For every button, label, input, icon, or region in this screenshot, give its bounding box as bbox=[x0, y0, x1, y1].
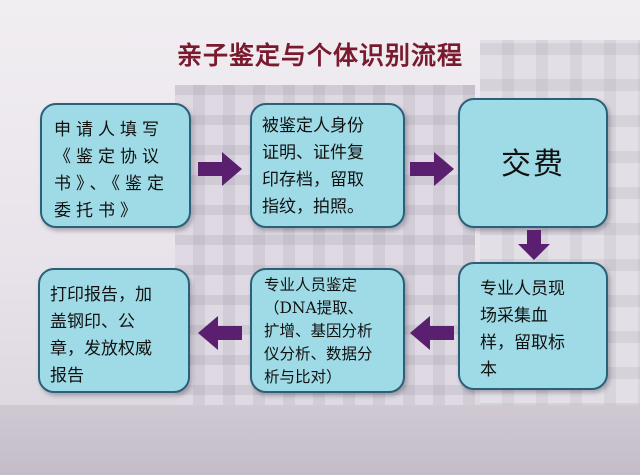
arrow-left-icon bbox=[410, 316, 454, 350]
arrow-right-icon bbox=[198, 152, 242, 186]
step-1-box: 申请人填写 《鉴定协议 书》、《鉴定 委托书》 bbox=[40, 103, 191, 228]
arrow-left-icon bbox=[198, 316, 242, 350]
step-4-text: 专业人员现 场采集血 样，留取标 本 bbox=[480, 279, 565, 380]
arrow-right-icon bbox=[410, 152, 454, 186]
step-4-box: 专业人员现 场采集血 样，留取标 本 bbox=[458, 262, 608, 390]
step-6-box: 打印报告，加 盖钢印、公 章，发放权威 报告 bbox=[38, 268, 190, 393]
arrow-down-icon bbox=[518, 230, 550, 260]
diagram-title: 亲子鉴定与个体识别流程 bbox=[176, 41, 463, 70]
background-ground bbox=[0, 405, 640, 475]
step-3-box: 交费 bbox=[458, 98, 608, 228]
step-3-text: 交费 bbox=[501, 147, 565, 182]
step-5-box: 专业人员鉴定 （DNA提取、 扩增、基因分析 仪分析、数据分 析与比对） bbox=[250, 268, 405, 393]
step-2-text: 被鉴定人身份 证明、证件复 印存档，留取 指纹，拍照。 bbox=[262, 116, 364, 217]
step-5-text: 专业人员鉴定 （DNA提取、 扩增、基因分析 仪分析、数据分 析与比对） bbox=[264, 276, 373, 386]
step-6-text: 打印报告，加 盖钢印、公 章，发放权威 报告 bbox=[50, 285, 152, 386]
step-2-box: 被鉴定人身份 证明、证件复 印存档，留取 指纹，拍照。 bbox=[250, 103, 405, 228]
step-1-text: 申请人填写 《鉴定协议 书》、《鉴定 委托书》 bbox=[54, 120, 169, 221]
